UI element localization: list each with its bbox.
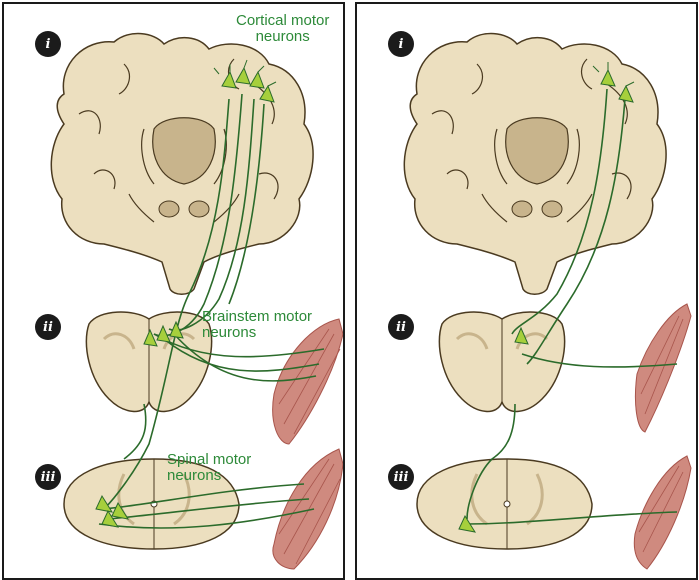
- spinal-section-right: [417, 459, 592, 549]
- marker-iii-right: iii: [388, 464, 414, 490]
- spinal-label-line1: Spinal motor: [167, 452, 251, 468]
- cortical-label: Cortical motor neurons: [236, 13, 329, 45]
- left-panel-drawing: [4, 4, 343, 578]
- brain-section: [51, 34, 313, 295]
- brainstem-label: Brainstem motor neurons: [202, 309, 312, 341]
- brainstem-label-line1: Brainstem motor: [202, 309, 312, 325]
- spinal-label: Spinal motor neurons: [167, 452, 251, 484]
- brainstem-section: [86, 312, 211, 411]
- right-panel-drawing: [357, 4, 696, 578]
- brain-section-right: [404, 34, 666, 295]
- brainstem-section-right: [439, 312, 564, 411]
- spinal-label-line2: neurons: [167, 468, 251, 484]
- brainstem-label-line2: neurons: [202, 325, 312, 341]
- muscle-upper-right: [635, 304, 691, 432]
- left-panel-normal: i ii iii Cortical motor neurons Brainste…: [2, 2, 345, 580]
- marker-i-right: i: [388, 31, 414, 57]
- right-panel-reduced: i ii iii: [355, 2, 698, 580]
- marker-i-left: i: [35, 31, 61, 57]
- cortical-label-line1: Cortical motor: [236, 13, 329, 29]
- marker-iii-left: iii: [35, 464, 61, 490]
- cortical-label-line2: neurons: [236, 29, 329, 45]
- marker-ii-right: ii: [388, 314, 414, 340]
- marker-ii-left: ii: [35, 314, 61, 340]
- muscle-lower: [273, 449, 343, 569]
